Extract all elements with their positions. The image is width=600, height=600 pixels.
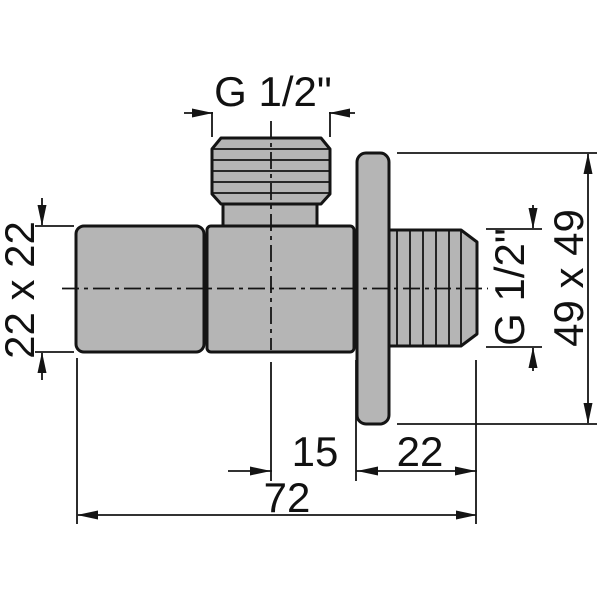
arrowhead-up bbox=[583, 153, 593, 174]
arrowhead-down bbox=[37, 205, 47, 226]
dimension-bottom-row: 15 22 72 bbox=[76, 358, 477, 524]
dimension-outlet-thread: G 1/2" bbox=[486, 205, 542, 371]
dimension-handle-size: 22 x 22 bbox=[0, 198, 74, 380]
total-length-label: 72 bbox=[264, 474, 311, 521]
arrowhead-up bbox=[37, 352, 47, 373]
dimension-top-thread: G 1/2" bbox=[184, 68, 355, 137]
arrowhead-right bbox=[192, 108, 213, 118]
arrowhead-left bbox=[357, 466, 378, 476]
arrowhead-down bbox=[583, 403, 593, 424]
offset-label: 15 bbox=[292, 428, 339, 475]
depth-label: 22 bbox=[397, 428, 444, 475]
valve-neck bbox=[221, 202, 319, 230]
arrowhead-right bbox=[456, 510, 477, 520]
top-thread-label: G 1/2" bbox=[214, 68, 332, 115]
arrowhead-down bbox=[528, 208, 538, 229]
arrowhead-left bbox=[329, 108, 350, 118]
arrowhead-up bbox=[528, 347, 538, 368]
valve-parts bbox=[74, 136, 479, 426]
arrowhead-right bbox=[455, 466, 476, 476]
centerlines bbox=[62, 121, 488, 350]
handle-size-label: 22 x 22 bbox=[0, 221, 43, 359]
valve-outlet-thread bbox=[387, 228, 479, 348]
outlet-thread-label: G 1/2" bbox=[486, 228, 533, 346]
plate-size-label: 49 x 49 bbox=[545, 209, 592, 347]
arrowhead-left bbox=[77, 510, 98, 520]
dimension-plate-size: 49 x 49 bbox=[397, 152, 597, 425]
arrowhead-right bbox=[250, 466, 271, 476]
